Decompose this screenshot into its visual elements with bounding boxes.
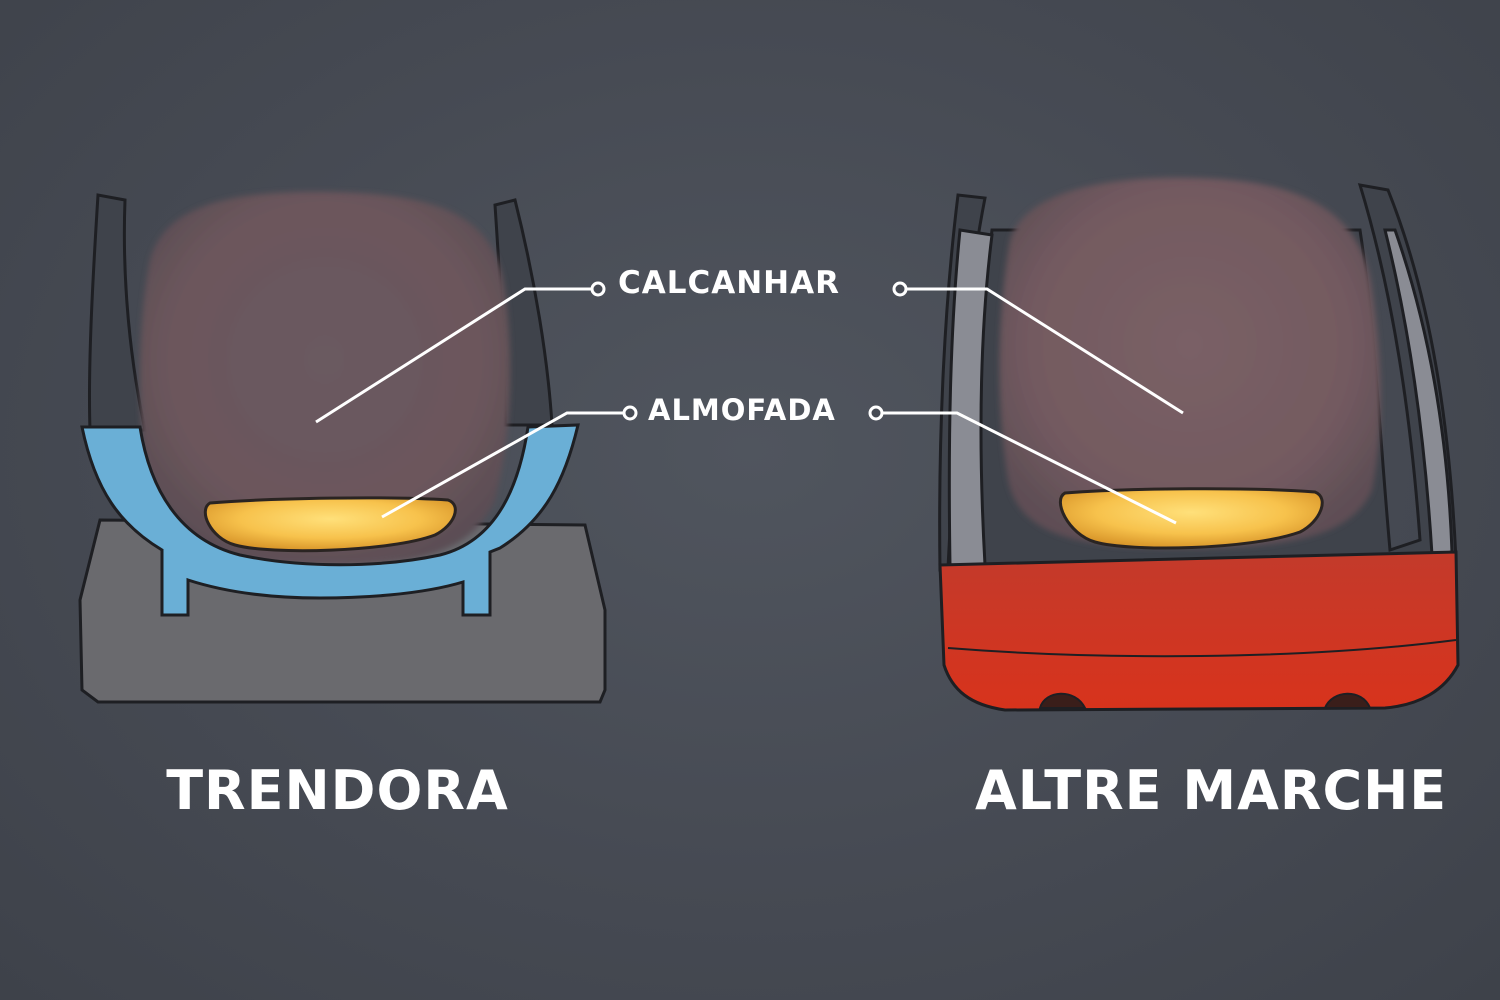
callout-line-cushion-left — [381, 411, 630, 519]
other-shoe-cushion — [1058, 487, 1324, 550]
other-shoe-heel — [999, 177, 1381, 548]
brand-label-other-brands: ALTRE MARCHE — [975, 759, 1448, 822]
other-shoe-sole-bump — [1323, 692, 1372, 709]
trendora-heel-cup — [80, 423, 580, 617]
trendora-heel — [139, 191, 511, 565]
other-shoe-sole-bump — [1038, 692, 1087, 709]
brand-label-trendora: TRENDORA — [166, 759, 509, 822]
callout-line-heel-left — [315, 287, 598, 424]
other-brands-shoe — [938, 177, 1460, 712]
callout-dot-cushion-left — [622, 405, 638, 421]
other-shoe-sole — [938, 550, 1460, 712]
trendora-upper-wall — [87, 193, 147, 432]
callout-dot-heel-right — [892, 281, 908, 297]
other-shoe-sole-seam — [947, 639, 1457, 658]
callout-line-cushion-right — [876, 411, 1177, 525]
callout-lines — [315, 281, 1184, 525]
trendora-shoe — [78, 191, 607, 704]
callout-label-heel: CALCANHAR — [618, 265, 840, 301]
callout-line-heel-right — [900, 287, 1184, 415]
callout-label-cushion: ALMOFADA — [648, 393, 836, 427]
callout-dot-cushion-right — [868, 405, 884, 421]
callout-dot-heel-left — [590, 281, 606, 297]
